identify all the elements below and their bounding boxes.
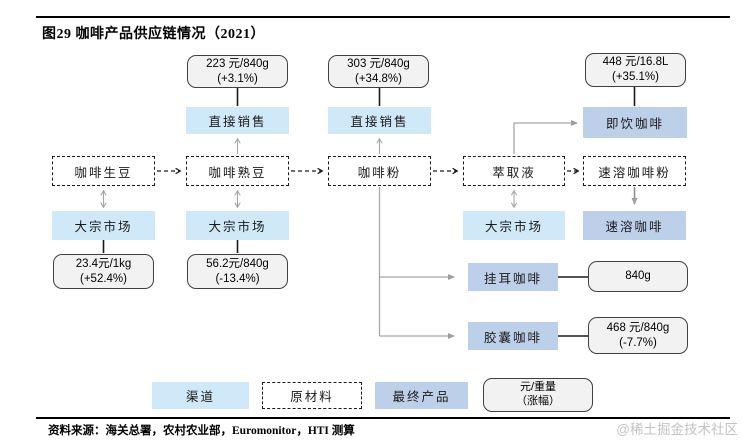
price-roasted-bulk: 56.2元/840g (-13.4%) bbox=[187, 254, 288, 289]
node-drip-bag-coffee: 挂耳咖啡 bbox=[468, 263, 558, 291]
node-label: 挂耳咖啡 bbox=[483, 271, 542, 286]
price-value: 303 元/840g bbox=[347, 57, 410, 70]
node-bulk-market-green: 大宗市场 bbox=[52, 211, 155, 240]
legend-label: （涨幅） bbox=[516, 395, 560, 407]
node-capsule-coffee: 胶囊咖啡 bbox=[468, 322, 558, 350]
node-roasted-beans: 咖啡熟豆 bbox=[186, 156, 289, 186]
node-green-beans: 咖啡生豆 bbox=[52, 156, 155, 186]
price-change: (+35.1%) bbox=[612, 71, 659, 83]
price-value: 840g bbox=[625, 270, 651, 283]
figure-title: 图29 咖啡产品供应链情况（2021） bbox=[42, 27, 265, 42]
node-instant-coffee: 速溶咖啡 bbox=[583, 211, 686, 240]
price-value: 468 元/840g bbox=[606, 321, 670, 334]
legend-price-note: 元/重量 （涨幅） bbox=[483, 378, 593, 412]
price-change: (-7.7%) bbox=[619, 336, 657, 349]
legend-label: 最终产品 bbox=[392, 390, 451, 404]
node-label: 速溶咖啡 bbox=[605, 220, 664, 234]
node-label: 直接销售 bbox=[350, 115, 409, 129]
price-roasted-direct: 223 元/840g (+3.1%) bbox=[187, 55, 288, 88]
price-change: (-13.4%) bbox=[215, 272, 260, 285]
node-label: 咖啡生豆 bbox=[74, 165, 133, 180]
legend-raw-material: 原材料 bbox=[262, 382, 362, 409]
price-value: 223 元/840g bbox=[206, 57, 269, 70]
node-rtd-coffee: 即饮咖啡 bbox=[583, 107, 687, 138]
price-drip-bag-weight: 840g bbox=[588, 261, 688, 292]
price-change: (+3.1%) bbox=[217, 72, 258, 85]
node-label: 大宗市场 bbox=[484, 220, 543, 234]
bottom-rule bbox=[36, 417, 730, 419]
node-label: 萃取液 bbox=[492, 165, 536, 180]
node-label: 大宗市场 bbox=[74, 220, 133, 234]
price-value: 56.2元/840g bbox=[206, 257, 269, 270]
node-label: 胶囊咖啡 bbox=[483, 330, 542, 345]
legend-label: 元/重量 bbox=[519, 381, 557, 394]
price-change: (+34.8%) bbox=[355, 72, 402, 85]
price-value: 448 元/16.8L bbox=[602, 56, 669, 69]
node-label: 速溶咖啡粉 bbox=[598, 165, 671, 180]
price-capsule: 468 元/840g (-7.7%) bbox=[588, 317, 688, 354]
node-bulk-market-roasted: 大宗市场 bbox=[186, 211, 289, 240]
node-label: 大宗市场 bbox=[208, 220, 267, 234]
price-change: (+52.4%) bbox=[80, 272, 127, 285]
node-extract: 萃取液 bbox=[463, 156, 565, 186]
legend-channel: 渠道 bbox=[152, 382, 249, 409]
node-instant-powder: 速溶咖啡粉 bbox=[583, 156, 686, 186]
price-rtd: 448 元/16.8L (+35.1%) bbox=[585, 53, 686, 87]
legend-final-product: 最终产品 bbox=[375, 382, 468, 409]
price-ground-direct: 303 元/840g (+34.8%) bbox=[328, 55, 429, 88]
node-ground-coffee: 咖啡粉 bbox=[328, 156, 431, 186]
watermark: @稀土掘金技术社区 bbox=[616, 422, 738, 437]
node-label: 咖啡粉 bbox=[357, 165, 402, 180]
node-direct-sales-roasted: 直接销售 bbox=[186, 107, 289, 134]
node-label: 即饮咖啡 bbox=[605, 117, 664, 131]
price-value: 23.4元/1kg bbox=[75, 257, 132, 270]
legend-label: 渠道 bbox=[185, 390, 215, 404]
top-rule bbox=[36, 16, 730, 18]
node-bulk-market-extract: 大宗市场 bbox=[463, 211, 565, 240]
legend-label: 原材料 bbox=[290, 390, 334, 404]
price-green-bulk: 23.4元/1kg (+52.4%) bbox=[53, 254, 154, 289]
node-direct-sales-ground: 直接销售 bbox=[328, 107, 431, 134]
node-label: 咖啡熟豆 bbox=[208, 165, 267, 180]
source-note: 资料来源：海关总署，农村农业部，Euromonitor，HTI 测算 bbox=[48, 425, 355, 437]
arrow-extract-to-rtd bbox=[513, 120, 578, 154]
node-label: 直接销售 bbox=[208, 115, 267, 129]
